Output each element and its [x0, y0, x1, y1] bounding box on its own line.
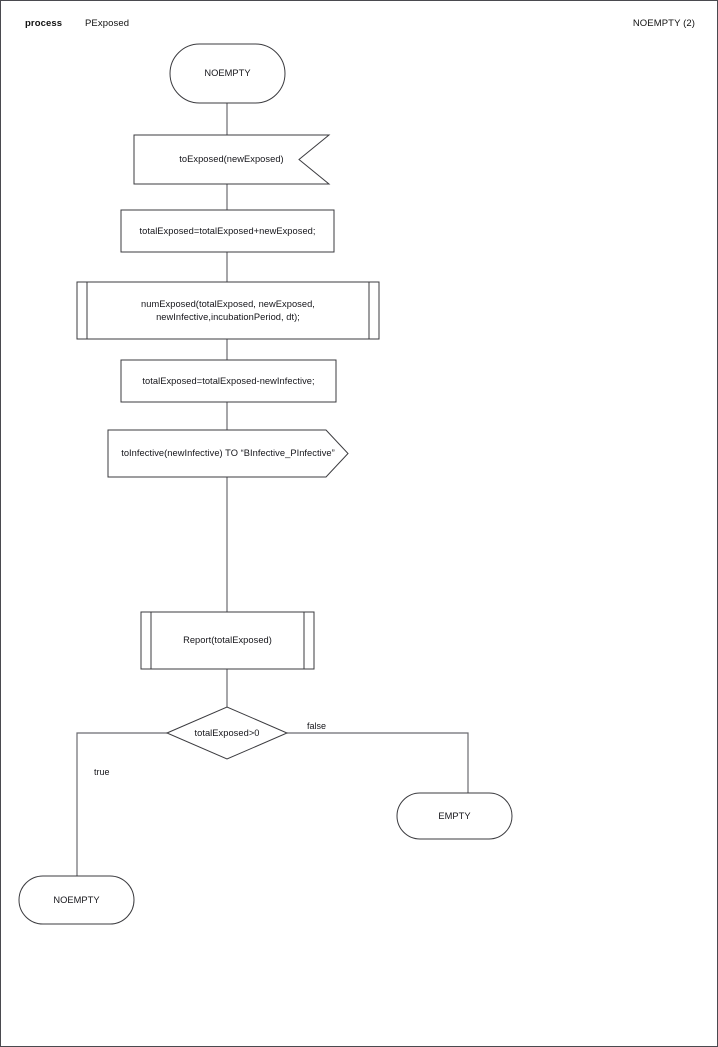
signal-send-toinfective[interactable] — [107, 429, 349, 478]
end-noempty-outline — [18, 875, 135, 925]
start-noempty[interactable] — [169, 43, 286, 104]
shape-layer — [18, 43, 513, 925]
subroutine-numexposed-label: numExposed(totalExposed, newExposed, new… — [141, 298, 315, 322]
end-noempty-label: NOEMPTY — [53, 894, 100, 905]
subroutine-numexposed-outline — [76, 281, 380, 340]
process-add-newexposed-label: totalExposed=totalExposed+newExposed; — [139, 225, 316, 236]
subroutine-report-outline — [140, 611, 315, 670]
signal-receive-toexposed[interactable] — [133, 134, 331, 185]
process-sub-newinfective-outline — [120, 359, 337, 403]
process-sub-newinfective[interactable] — [120, 359, 337, 403]
decision-totalexposed-outline — [165, 706, 289, 760]
process-sub-newinfective-label: totalExposed=totalExposed-newInfective; — [142, 375, 315, 386]
end-empty-label: EMPTY — [438, 810, 471, 821]
subroutine-numexposed[interactable] — [76, 281, 380, 340]
end-noempty[interactable] — [18, 875, 135, 925]
decision-totalexposed-label: totalExposed>0 — [194, 727, 260, 738]
subroutine-report[interactable] — [140, 611, 315, 670]
label-false: false — [307, 721, 327, 731]
end-empty-outline — [396, 792, 513, 840]
signal-send-toinfective-label: toInfective(newInfective) TO “BInfective… — [121, 448, 335, 458]
process-add-newexposed-outline — [120, 209, 335, 253]
header-state-reference: NOEMPTY (2) — [632, 18, 695, 29]
header-keyword: process — [25, 18, 63, 29]
label-true: true — [94, 767, 110, 777]
conn-false-to-empty — [287, 732, 469, 793]
start-noempty-label: NOEMPTY — [204, 68, 251, 78]
signal-send-toinfective-outline — [107, 429, 349, 478]
header-process-name: PExposed — [85, 18, 130, 29]
conn-true-to-noempty — [76, 732, 167, 876]
decision-totalexposed[interactable] — [165, 706, 289, 760]
end-empty[interactable] — [396, 792, 513, 840]
process-add-newexposed[interactable] — [120, 209, 335, 253]
signal-receive-toexposed-outline — [133, 134, 331, 185]
connector-layer — [76, 103, 469, 876]
start-noempty-outline — [169, 43, 286, 104]
subroutine-report-label: Report(totalExposed) — [183, 635, 272, 645]
signal-receive-toexposed-label: toExposed(newExposed) — [179, 154, 284, 164]
